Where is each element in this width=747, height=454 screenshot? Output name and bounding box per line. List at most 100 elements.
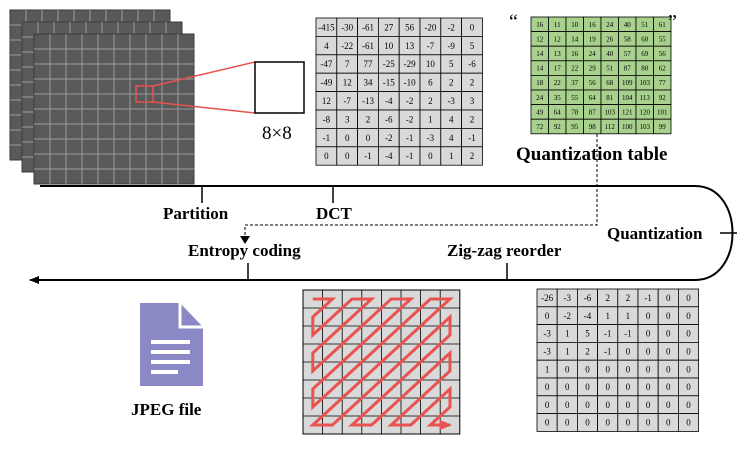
matrix-value: 0 (545, 400, 550, 410)
matrix-value: 19 (589, 35, 597, 43)
matrix-value: 12 (536, 35, 544, 43)
matrix-value: 109 (622, 79, 633, 87)
matrix-value: 0 (605, 418, 610, 428)
matrix-value: 0 (666, 293, 671, 303)
matrix-value: 0 (686, 400, 691, 410)
matrix-value: 0 (626, 400, 631, 410)
matrix-value: 7 (345, 59, 350, 69)
matrix-value: -415 (318, 22, 335, 32)
matrix-value: -22 (341, 41, 353, 51)
matrix-value: 112 (605, 123, 616, 131)
matrix-value: 10 (384, 41, 394, 51)
matrix-value: 13 (554, 50, 562, 58)
matrix-value: -3 (447, 96, 455, 106)
zoom-line-bottom (152, 101, 256, 114)
matrix-value: 14 (536, 50, 544, 58)
matrix-value: 10 (426, 59, 436, 69)
dashed-link-arrowhead (240, 236, 250, 244)
matrix-value: -7 (343, 96, 351, 106)
matrix-value: 14 (571, 35, 579, 43)
matrix-value: 0 (646, 400, 651, 410)
matrix-value: -15 (383, 78, 395, 88)
matrix-value: 0 (686, 311, 691, 321)
matrix-value: 3 (345, 114, 350, 124)
matrix-value: 0 (666, 418, 671, 428)
matrix-value: 61 (659, 21, 667, 29)
matrix-value: 0 (666, 364, 671, 374)
matrix-value: 2 (470, 114, 475, 124)
matrix-value: 81 (606, 94, 614, 102)
matrix-value: 0 (626, 418, 631, 428)
matrix-value: 0 (666, 329, 671, 339)
block-zoom (152, 61, 305, 114)
matrix-value: 0 (666, 347, 671, 357)
matrix-value: 13 (405, 41, 415, 51)
pipeline-flow (29, 134, 737, 284)
matrix-value: -26 (541, 293, 553, 303)
matrix-value: 29 (589, 65, 597, 73)
matrix-value: 0 (565, 400, 570, 410)
matrix-value: 34 (364, 78, 374, 88)
matrix-value: 0 (626, 364, 631, 374)
matrix-value: 1 (626, 311, 631, 321)
dct-label: DCT (316, 204, 352, 223)
matrix-value: 2 (626, 293, 631, 303)
image-block-layer (33, 33, 195, 185)
matrix-value: -1 (323, 133, 331, 143)
matrix-value: 87 (589, 108, 597, 116)
matrix-value: 0 (605, 400, 610, 410)
matrix-value: -1 (406, 133, 414, 143)
matrix-value: 0 (686, 293, 691, 303)
matrix-value: 2 (470, 78, 475, 88)
matrix-value: 101 (657, 108, 668, 116)
quantization-table-label: Quantization table (516, 144, 668, 165)
matrix-value: -1 (604, 329, 612, 339)
matrix-value: 0 (686, 329, 691, 339)
entropy-coding-label: Entropy coding (188, 241, 301, 260)
matrix-value: 4 (449, 133, 454, 143)
matrix-value: -47 (320, 59, 332, 69)
matrix-value: 40 (624, 21, 632, 29)
matrix-value: -29 (404, 59, 416, 69)
matrix-value: 0 (545, 311, 550, 321)
quant-table-dashed-link (244, 134, 598, 238)
matrix-value: 5 (470, 41, 475, 51)
matrix-value: 24 (589, 50, 597, 58)
matrix-value: 0 (324, 151, 329, 161)
matrix-value: 58 (624, 35, 632, 43)
quote-close: ” (668, 11, 677, 33)
matrix-value: -3 (427, 133, 435, 143)
matrix-value: -1 (468, 133, 476, 143)
matrix-value: 4 (449, 114, 454, 124)
matrix-value: 0 (585, 382, 590, 392)
matrix-value: -3 (564, 293, 572, 303)
matrix-value: 22 (571, 65, 579, 73)
matrix-value: 56 (659, 50, 667, 58)
matrix-value: 57 (624, 50, 632, 58)
matrix-value: -4 (584, 311, 592, 321)
matrix-value: 77 (364, 59, 374, 69)
matrix-value: 12 (554, 35, 562, 43)
matrix-value: -2 (406, 114, 414, 124)
zoomed-block (254, 61, 305, 114)
matrix-value: 24 (536, 94, 544, 102)
matrix-value: 51 (606, 65, 614, 73)
matrix-value: 0 (646, 329, 651, 339)
document-icon (140, 303, 203, 386)
matrix-value: 1 (428, 114, 433, 124)
matrix-value: 1 (565, 347, 570, 357)
matrix-value: 2 (428, 96, 433, 106)
matrix-value: 0 (646, 382, 651, 392)
matrix-value: -7 (427, 41, 435, 51)
matrix-value: 0 (345, 133, 350, 143)
matrix-value: 18 (536, 79, 544, 87)
matrix-value: -61 (362, 22, 374, 32)
matrix-value: 56 (589, 79, 597, 87)
matrix-value: 5 (585, 329, 590, 339)
matrix-value: 55 (571, 94, 579, 102)
matrix-value: 22 (554, 79, 562, 87)
matrix-value: 69 (641, 50, 649, 58)
matrix-value: 64 (554, 108, 562, 116)
